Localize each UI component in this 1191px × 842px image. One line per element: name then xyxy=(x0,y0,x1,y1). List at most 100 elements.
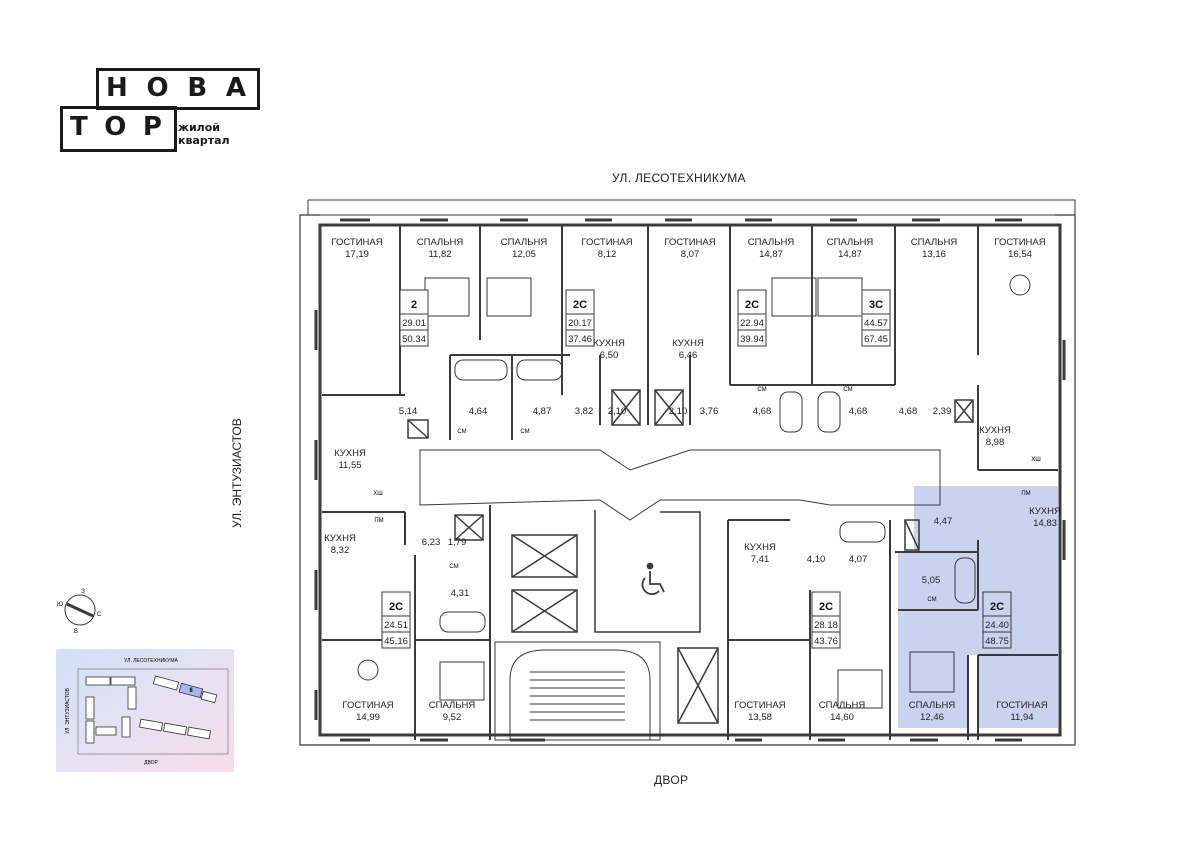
lobby xyxy=(594,510,701,633)
svg-text:СПАЛЬНЯ: СПАЛЬНЯ xyxy=(501,237,548,248)
svg-text:ГОСТИНАЯ: ГОСТИНАЯ xyxy=(734,700,785,711)
washer-tag: СМ xyxy=(520,429,529,435)
elevator-shafts xyxy=(407,389,974,724)
svg-text:ГОСТИНАЯ: ГОСТИНАЯ xyxy=(994,237,1045,248)
svg-text:2С: 2С xyxy=(990,601,1004,613)
logo-letter: Р xyxy=(142,112,162,142)
svg-text:ГОСТИНАЯ: ГОСТИНАЯ xyxy=(581,237,632,248)
apartment-badge[interactable]: 2С 24.40 48.75 xyxy=(982,591,1012,649)
compass-icon: З Ю С В xyxy=(57,589,102,635)
svg-text:КУХНЯ: КУХНЯ xyxy=(324,533,356,544)
svg-text:50.34: 50.34 xyxy=(402,334,426,345)
svg-text:6,46: 6,46 xyxy=(679,350,698,361)
area-label: 1,79 xyxy=(448,537,467,548)
apartment-badge[interactable]: 3С 44.57 67.45 xyxy=(861,289,891,347)
apartment-badge[interactable]: 2С 24.51 45.16 xyxy=(381,591,411,649)
fridge-tag: ХШ xyxy=(1031,457,1041,463)
yard-label: ДВОР xyxy=(654,773,689,787)
svg-text:СПАЛЬНЯ: СПАЛЬНЯ xyxy=(827,237,874,248)
svg-text:ГОСТИНАЯ: ГОСТИНАЯ xyxy=(664,237,715,248)
area-label: 5,14 xyxy=(399,406,418,417)
apartment-badges: 2 29.01 50.34 2С 20.17 37.46 2С 22.94 39… xyxy=(381,289,1012,649)
svg-text:СПАЛЬНЯ: СПАЛЬНЯ xyxy=(748,237,795,248)
area-label: 4,68 xyxy=(899,406,918,417)
area-label: 4,87 xyxy=(533,406,552,417)
svg-text:14,87: 14,87 xyxy=(838,249,862,260)
logo-line-2: Т О Р xyxy=(70,112,162,142)
svg-text:КУХНЯ: КУХНЯ xyxy=(1029,506,1061,517)
washer-tag: СМ xyxy=(927,597,936,603)
svg-text:ГОСТИНАЯ: ГОСТИНАЯ xyxy=(331,237,382,248)
svg-text:8,12: 8,12 xyxy=(598,249,617,260)
svg-text:КУХНЯ: КУХНЯ xyxy=(979,425,1011,436)
street-top-label: УЛ. ЛЕСОТЕХНИКУМА xyxy=(612,171,746,185)
area-label: 6,23 xyxy=(422,537,441,548)
logo-letter: О xyxy=(104,112,127,142)
svg-text:6,50: 6,50 xyxy=(600,350,619,361)
appliance-tags: СМ СМ СМ СМ СМ СМ ХШ ХШ ПМ ПМ xyxy=(373,387,1041,603)
svg-text:2С: 2С xyxy=(745,299,759,311)
building-walls xyxy=(299,199,1076,746)
area-label: 4,10 xyxy=(807,554,826,565)
small-area-labels: 5,14 4,64 4,87 3,82 2,10 2,10 3,76 4,68 … xyxy=(399,406,953,599)
apartment-badge[interactable]: 2С 22.94 39.94 xyxy=(737,289,767,347)
logo: Н О В А Т О Р жилой квартал xyxy=(58,66,263,156)
logo-subtitle: жилой квартал xyxy=(178,121,230,147)
svg-text:КУХНЯ: КУХНЯ xyxy=(334,448,366,459)
svg-text:11,94: 11,94 xyxy=(1010,712,1033,723)
area-label: 5,05 xyxy=(922,575,941,586)
wheelchair-icon xyxy=(641,562,665,595)
svg-text:67.45: 67.45 xyxy=(864,334,888,345)
washer-tag: СМ xyxy=(757,387,766,393)
svg-text:КУХНЯ: КУХНЯ xyxy=(672,338,704,349)
compass-east: В xyxy=(74,629,78,635)
svg-text:КУХНЯ: КУХНЯ xyxy=(593,338,625,349)
svg-text:16,54: 16,54 xyxy=(1008,249,1032,260)
apartment-badge[interactable]: 2С 28.18 43.76 xyxy=(811,591,841,649)
logo-line-1: Н О В А xyxy=(106,73,246,103)
area-label: 2,10 xyxy=(608,406,627,417)
tables xyxy=(357,274,1031,681)
compass-south: Ю xyxy=(57,602,63,608)
area-label: 4,07 xyxy=(849,554,868,565)
logo-subtitle-line: жилой xyxy=(178,121,220,134)
svg-text:24.51: 24.51 xyxy=(384,620,408,631)
svg-text:3С: 3С xyxy=(869,299,883,311)
svg-text:29.01: 29.01 xyxy=(402,318,426,329)
svg-text:24.40: 24.40 xyxy=(985,620,1009,631)
apartment-badge[interactable]: 2 29.01 50.34 xyxy=(399,289,429,347)
svg-text:43.76: 43.76 xyxy=(814,636,838,647)
svg-text:14,87: 14,87 xyxy=(759,249,783,260)
apartment-badge[interactable]: 2С 20.17 37.46 xyxy=(565,289,595,347)
area-label: 3,76 xyxy=(700,406,719,417)
area-label: 2,39 xyxy=(933,406,952,417)
compass-north: С xyxy=(97,612,102,618)
logo-letter: О xyxy=(146,73,169,103)
logo-letter: В xyxy=(187,73,208,103)
svg-text:9,52: 9,52 xyxy=(443,712,462,723)
bathtubs xyxy=(439,359,976,633)
area-label: 4,31 xyxy=(451,588,470,599)
svg-text:СПАЛЬНЯ: СПАЛЬНЯ xyxy=(911,237,958,248)
washer-tag: СМ xyxy=(449,564,458,570)
svg-text:СПАЛЬНЯ: СПАЛЬНЯ xyxy=(909,700,956,711)
